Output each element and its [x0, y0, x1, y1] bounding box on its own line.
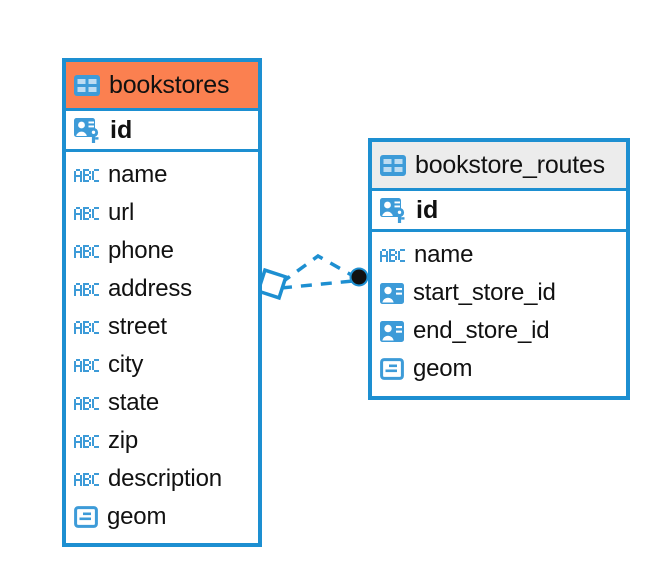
abc-text-icon [74, 434, 99, 448]
filled-circle-marker [349, 267, 369, 287]
primary-key-row-bookstores[interactable]: id [66, 108, 258, 152]
primary-key-icon [380, 197, 407, 223]
abc-text-icon [74, 168, 99, 182]
geometry-icon [380, 358, 404, 380]
entity-header-bookstore-routes[interactable]: bookstore_routes [372, 142, 626, 188]
field-label: description [108, 465, 222, 492]
field-row-geom[interactable]: geom [66, 498, 258, 536]
field-row-address[interactable]: address [66, 270, 258, 308]
field-label: geom [107, 503, 167, 530]
entity-title: bookstore_routes [415, 150, 605, 179]
primary-key-row-bookstore-routes[interactable]: id [372, 188, 626, 232]
field-row-geom[interactable]: geom [372, 350, 626, 388]
primary-key-label: id [110, 115, 133, 144]
field-label: street [108, 313, 167, 340]
foreign-key-icon [380, 320, 404, 342]
field-label: phone [108, 237, 174, 264]
field-list-bookstore-routes: name start_store_id [372, 232, 626, 390]
entity-title: bookstores [109, 70, 230, 99]
field-row-street[interactable]: street [66, 308, 258, 346]
field-row-name[interactable]: name [372, 236, 626, 274]
relationship-branch-lower [280, 279, 354, 290]
table-icon [380, 154, 406, 176]
field-row-phone[interactable]: phone [66, 232, 258, 270]
primary-key-icon [74, 117, 101, 143]
abc-text-icon [74, 244, 99, 258]
field-label: address [108, 275, 192, 302]
abc-text-icon [380, 248, 405, 262]
field-label: start_store_id [413, 279, 556, 306]
diamond-marker [255, 267, 289, 301]
field-label: url [108, 199, 135, 226]
field-row-state[interactable]: state [66, 384, 258, 422]
field-row-city[interactable]: city [66, 346, 258, 384]
abc-text-icon [74, 472, 99, 486]
entity-bookstores[interactable]: bookstores id [62, 58, 262, 547]
field-row-url[interactable]: url [66, 194, 258, 232]
primary-key-label: id [416, 195, 439, 224]
field-label: state [108, 389, 160, 416]
field-row-zip[interactable]: zip [66, 422, 258, 460]
field-row-end-store-id[interactable]: end_store_id [372, 312, 626, 350]
field-label: name [414, 241, 474, 268]
abc-text-icon [74, 206, 99, 220]
relationship-branch-upper [279, 253, 356, 285]
abc-text-icon [74, 320, 99, 334]
field-row-name[interactable]: name [66, 156, 258, 194]
entity-header-bookstores[interactable]: bookstores [66, 62, 258, 108]
field-label: end_store_id [413, 317, 550, 344]
field-label: name [108, 161, 168, 188]
abc-text-icon [74, 358, 99, 372]
abc-text-icon [74, 396, 99, 410]
geometry-icon [74, 506, 98, 528]
field-row-description[interactable]: description [66, 460, 258, 498]
field-row-start-store-id[interactable]: start_store_id [372, 274, 626, 312]
abc-text-icon [74, 282, 99, 296]
field-label: zip [108, 427, 139, 454]
entity-bookstore-routes[interactable]: bookstore_routes id [368, 138, 630, 400]
field-label: geom [413, 355, 473, 382]
field-label: city [108, 351, 144, 378]
table-icon [74, 74, 100, 96]
field-list-bookstores: name u [66, 152, 258, 538]
foreign-key-icon [380, 282, 404, 304]
